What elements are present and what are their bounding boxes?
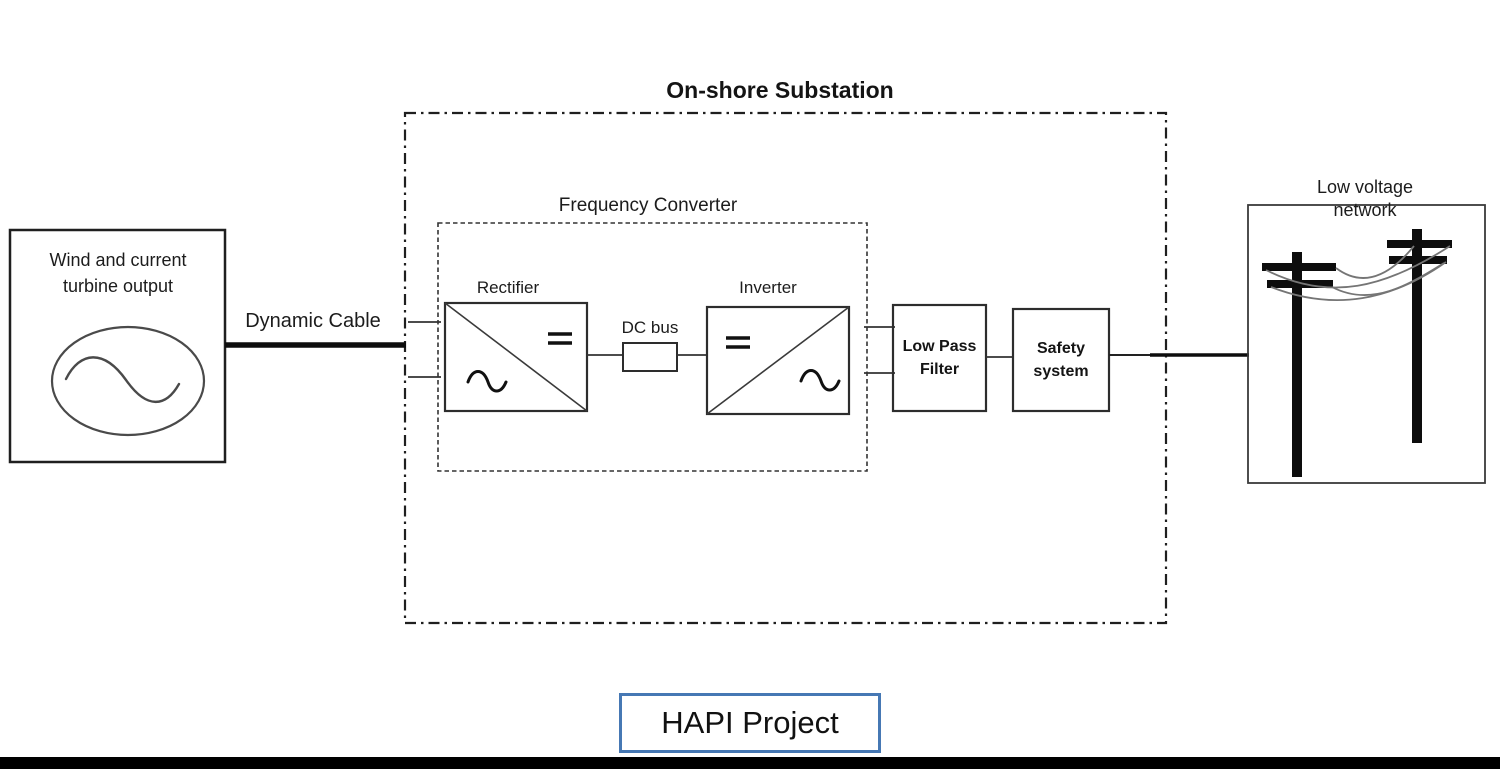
dc-equals-icon bbox=[726, 336, 750, 349]
utility-pole-left-icon bbox=[1262, 252, 1336, 477]
low-voltage-network-label: Low voltage network bbox=[1316, 177, 1414, 221]
project-badge-label: HAPI Project bbox=[661, 705, 839, 740]
inverter-box-outline bbox=[705, 305, 851, 416]
ac-source-ellipse-icon bbox=[50, 325, 206, 437]
inverter-label: Inverter bbox=[739, 278, 797, 297]
power-wires-icon bbox=[1265, 245, 1451, 302]
dc-bus-component bbox=[587, 342, 707, 372]
dc-bus-label: DC bus bbox=[621, 318, 679, 337]
safety-system-outline bbox=[1011, 307, 1111, 413]
rectifier-diagonal bbox=[444, 302, 588, 412]
dynamic-cable-label: Dynamic Cable bbox=[245, 310, 381, 332]
inverter-diagonal bbox=[706, 306, 850, 415]
project-badge: HAPI Project bbox=[619, 693, 881, 753]
rectifier-label: Rectifier bbox=[476, 278, 540, 297]
dc-bus-outline bbox=[622, 342, 678, 372]
turbine-source-label: Wind and current turbine output bbox=[49, 250, 187, 296]
frequency-converter-label: Frequency Converter bbox=[558, 195, 738, 216]
safety-system-label: Safety system bbox=[1033, 340, 1089, 380]
low-voltage-network-box bbox=[1247, 204, 1486, 484]
low-pass-filter-outline bbox=[891, 303, 988, 413]
utility-pole-right-icon bbox=[1387, 229, 1452, 443]
ac-tilde-icon bbox=[799, 369, 841, 392]
ac-tilde-icon bbox=[466, 370, 508, 393]
converter-input-stubs bbox=[408, 321, 441, 378]
diagram-title: On-shore Substation bbox=[666, 77, 894, 103]
inverter-block bbox=[705, 305, 851, 416]
converter-output-stubs bbox=[864, 326, 895, 374]
rectifier-block bbox=[443, 301, 589, 413]
rectifier-box-outline bbox=[443, 301, 589, 413]
low-pass-filter-label: Low Pass Filter bbox=[902, 338, 977, 378]
dc-equals-icon bbox=[548, 332, 572, 345]
ac-sine-wave-icon bbox=[64, 356, 181, 404]
network-box-outline bbox=[1247, 204, 1486, 484]
substation-boundary bbox=[403, 111, 1168, 625]
frequency-converter-boundary bbox=[437, 222, 868, 472]
bottom-bar bbox=[0, 757, 1500, 769]
